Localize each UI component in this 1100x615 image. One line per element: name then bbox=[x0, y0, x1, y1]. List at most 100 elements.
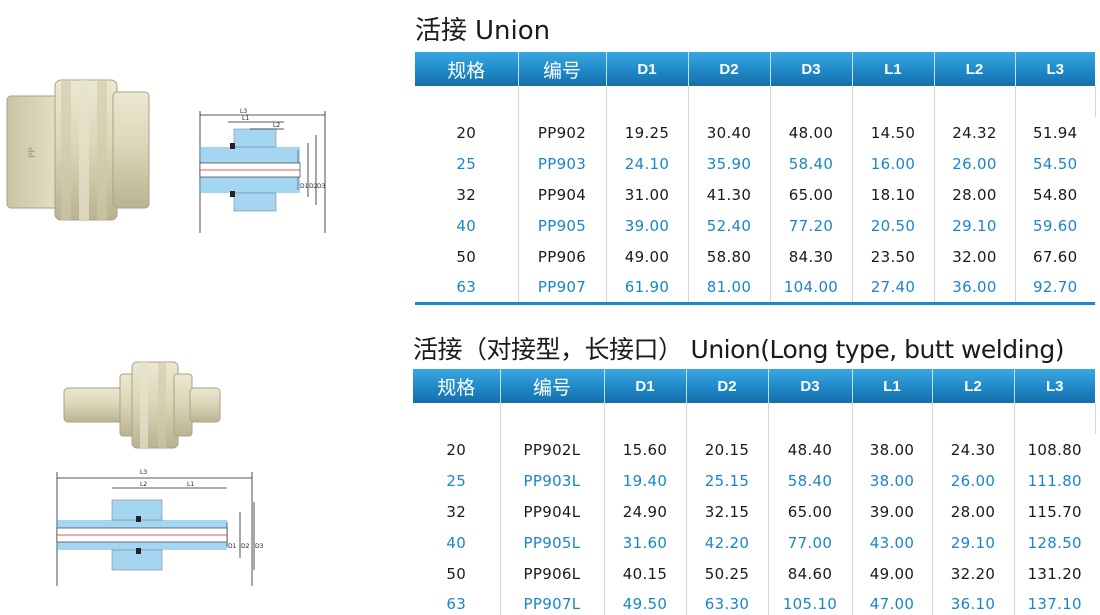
header-spec: 规格 bbox=[413, 369, 501, 403]
dim-label-l2: L2 bbox=[140, 481, 147, 488]
table-cell: 58.40 bbox=[770, 148, 853, 179]
dim-label-d3: D3 bbox=[255, 543, 264, 550]
table-cell: 111.80 bbox=[1027, 471, 1082, 490]
header-d2: D2 bbox=[686, 369, 769, 403]
table-cell: 42.20 bbox=[686, 527, 769, 558]
table-cell: 54.50 bbox=[1033, 154, 1078, 173]
table-cell: 32.15 bbox=[686, 496, 769, 527]
table-cell: 104.00 bbox=[770, 272, 853, 305]
table-cell: 20 bbox=[415, 117, 519, 148]
table-cell: 28.00 bbox=[934, 179, 1016, 210]
table-cell: 25 bbox=[415, 148, 519, 179]
table-cell: 65.00 bbox=[770, 179, 853, 210]
table-cell: 59.60 bbox=[1033, 216, 1078, 235]
table-cell: 63 bbox=[415, 272, 519, 305]
table-cell: 28.00 bbox=[932, 496, 1015, 527]
table-cell: PP906 bbox=[518, 241, 607, 272]
table-cell: 18.10 bbox=[852, 179, 935, 210]
table-cell: 38.00 bbox=[852, 434, 933, 465]
table-cell: 25 bbox=[413, 465, 501, 496]
table-cell: 32 bbox=[413, 496, 501, 527]
table-spacer-row bbox=[415, 86, 1096, 117]
header-d2: D2 bbox=[688, 52, 771, 86]
table-cell: 84.30 bbox=[770, 241, 853, 272]
table-cell: 39.00 bbox=[606, 210, 689, 241]
table-cell: 115.70 bbox=[1027, 502, 1082, 521]
table-cell: 36.00 bbox=[934, 272, 1016, 305]
table-cell: 49.50 bbox=[604, 589, 687, 615]
table-cell: 105.10 bbox=[768, 589, 853, 615]
table-cell: 36.10 bbox=[932, 589, 1015, 615]
table-cell: 19.40 bbox=[604, 465, 687, 496]
table-cell: 29.10 bbox=[932, 527, 1015, 558]
table-cell: 47.00 bbox=[852, 589, 933, 615]
union-long-technical-drawing: L3 L2 L1 D1 D2 D3 bbox=[56, 469, 264, 586]
dim-label-d2: D2 bbox=[241, 543, 250, 550]
section-title-union-long: 活接（对接型，长接口）Union(Long type, butt welding… bbox=[413, 330, 1065, 366]
table-cell: PP905L bbox=[500, 527, 605, 558]
header-spec: 规格 bbox=[415, 52, 519, 86]
table-cell: 32.00 bbox=[934, 241, 1016, 272]
table-cell: 61.90 bbox=[606, 272, 689, 305]
table-cell: 40.15 bbox=[604, 558, 687, 589]
table-cell: 58.40 bbox=[768, 465, 853, 496]
header-d3: D3 bbox=[770, 52, 853, 86]
table-cell: 50 bbox=[415, 241, 519, 272]
table-cell: PP902 bbox=[518, 117, 607, 148]
table-cell: PP905 bbox=[518, 210, 607, 241]
header-l1: L1 bbox=[852, 52, 935, 86]
header-code: 编号 bbox=[518, 52, 607, 86]
table-cell: 32 bbox=[415, 179, 519, 210]
table-cell: 67.60 bbox=[1033, 247, 1078, 266]
title-en: Union bbox=[475, 16, 551, 46]
table-cell: 20.50 bbox=[852, 210, 935, 241]
table-cell: 51.94 bbox=[1033, 123, 1078, 142]
table-cell: PP904L bbox=[500, 496, 605, 527]
table-cell: 38.00 bbox=[852, 465, 933, 496]
table-cell: 92.70 bbox=[1015, 272, 1095, 305]
header-l2: L2 bbox=[934, 52, 1016, 86]
table-cell: 25.15 bbox=[686, 465, 769, 496]
table-cell: 39.00 bbox=[852, 496, 933, 527]
header-d3: D3 bbox=[768, 369, 853, 403]
table-cell: 41.30 bbox=[688, 179, 771, 210]
dim-label-d1: D1 bbox=[228, 543, 237, 550]
table-cell: 16.00 bbox=[852, 148, 935, 179]
table-cell: 24.30 bbox=[932, 434, 1015, 465]
table-cell: 108.80 bbox=[1027, 440, 1082, 459]
table-cell: 58.80 bbox=[688, 241, 771, 272]
table-cell: 31.60 bbox=[604, 527, 687, 558]
title-en: Union(Long type, butt welding) bbox=[690, 335, 1065, 364]
table-cell: PP907L bbox=[500, 589, 605, 615]
table-cell: PP903L bbox=[500, 465, 605, 496]
title-zh: 活接（对接型，长接口） bbox=[413, 335, 683, 364]
table-cell: PP904 bbox=[518, 179, 607, 210]
union-product-photo: PP bbox=[6, 79, 150, 221]
dim-label-d3: D3 bbox=[317, 183, 326, 190]
table-cell: PP906L bbox=[500, 558, 605, 589]
table-cell: 137.10 bbox=[1014, 589, 1095, 615]
title-zh: 活接 bbox=[415, 16, 468, 46]
table-cell: 24.10 bbox=[606, 148, 689, 179]
table-cell: 131.20 bbox=[1027, 564, 1082, 583]
table-cell: 65.00 bbox=[768, 496, 853, 527]
table-cell: 40 bbox=[413, 527, 501, 558]
table-cell: PP902L bbox=[500, 434, 605, 465]
table-cell: 50 bbox=[413, 558, 501, 589]
dim-label-l3: L3 bbox=[140, 469, 147, 476]
table-cell: 128.50 bbox=[1027, 533, 1082, 552]
